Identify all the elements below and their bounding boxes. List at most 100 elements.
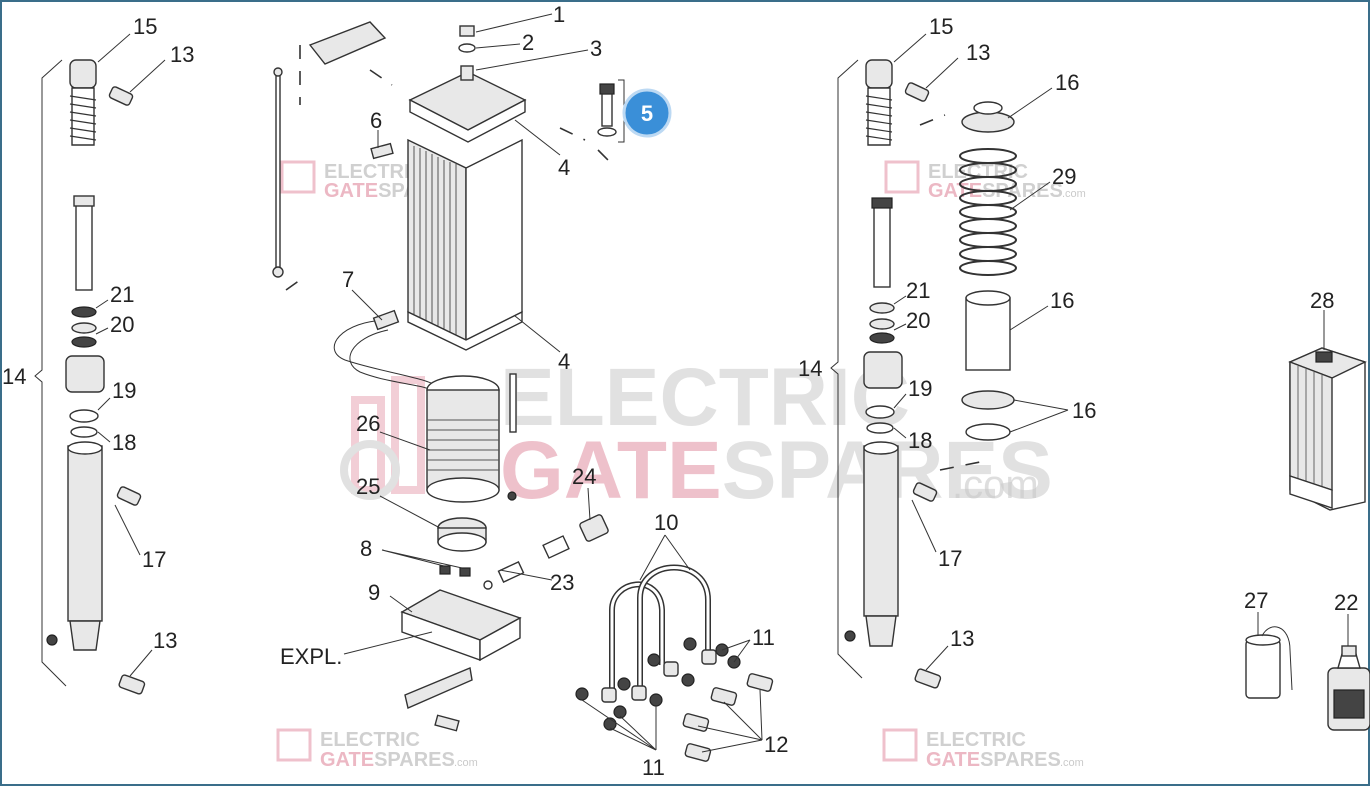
left-ram-assembly xyxy=(34,59,146,695)
label-11-right: 11 xyxy=(752,625,775,650)
left-bleed-screw-17 xyxy=(116,486,142,506)
label-2: 2 xyxy=(522,30,534,55)
left-spring-coils xyxy=(69,95,97,141)
watermark-small-1-gate: GATE xyxy=(324,180,378,202)
cartridge-23a xyxy=(542,535,570,559)
label-13-right-bottom: 13 xyxy=(950,626,974,651)
left-rod-thread xyxy=(73,195,95,207)
cable-gland xyxy=(372,309,400,331)
left-cylinder-body xyxy=(67,445,103,622)
label-21-right: 21 xyxy=(906,278,930,303)
watermark-small-3-suffix: .com xyxy=(454,757,478,769)
label-13-left-top: 13 xyxy=(170,42,194,67)
watermark-small-2-suffix: .com xyxy=(1062,188,1086,200)
dash-guide-2 xyxy=(285,279,301,291)
label-4-top: 4 xyxy=(558,155,570,180)
label-28: 28 xyxy=(1310,288,1334,313)
right-piston-rod xyxy=(873,204,891,288)
watermark-small-4: ELECTRIC GATESPARES .com xyxy=(882,728,1084,771)
label-4-bottom: 4 xyxy=(558,349,570,374)
label-20-left: 20 xyxy=(110,312,134,337)
right-seal-21 xyxy=(869,302,895,314)
oil-bottle-label xyxy=(1333,689,1365,719)
right-eye-fitting xyxy=(865,59,893,89)
spring-sleeve-16 xyxy=(965,297,1011,371)
right-oring-19 xyxy=(865,405,895,419)
valve-8a xyxy=(439,565,451,575)
cartridge-24 xyxy=(579,514,609,542)
filler-plug-1 xyxy=(459,25,475,37)
watermark-small-2-spares: SPARES xyxy=(982,180,1063,202)
reservoir-right-face xyxy=(465,138,523,342)
right-labels: 15 13 16 29 16 16 21 20 19 18 17 13 14 xyxy=(798,14,1096,671)
label-12: 12 xyxy=(764,732,788,757)
motor-windings xyxy=(427,419,499,471)
right-assembly-bracket xyxy=(830,59,863,679)
watermark-small-3-gate: GATE xyxy=(320,749,374,771)
watermark-small-2-gate: GATE xyxy=(928,180,982,202)
label-3: 3 xyxy=(590,36,602,61)
right-gland-nut xyxy=(863,351,903,389)
label-13-left-bottom: 13 xyxy=(153,628,177,653)
bracket-screw xyxy=(434,714,460,732)
label-24: 24 xyxy=(572,464,596,489)
label-11-bottom: 11 xyxy=(642,755,665,780)
hose-bolts-12 xyxy=(682,673,774,762)
left-labels: 15 13 21 20 19 18 17 13 14 xyxy=(2,14,194,677)
left-bolt-bottom xyxy=(118,674,146,695)
hose-fittings-11 xyxy=(575,637,741,731)
motor-cable-7 xyxy=(333,319,441,389)
left-cylinder-clevis xyxy=(69,620,101,651)
bolt-5-shank xyxy=(601,93,613,127)
left-piston-rod xyxy=(75,201,93,291)
right-nut xyxy=(844,630,856,642)
watermark-small-4-spares: SPARES xyxy=(980,749,1061,771)
label-10: 10 xyxy=(654,510,678,535)
right-ring-18 xyxy=(866,422,894,434)
block-bracket xyxy=(404,667,473,709)
watermark-small-3-line1: ELECTRIC xyxy=(320,729,420,751)
motor-bolt xyxy=(509,373,517,433)
right-rod-thread xyxy=(871,197,893,209)
left-nut xyxy=(46,634,58,646)
label-17-right: 17 xyxy=(938,546,962,571)
right-spring-coils-small xyxy=(865,95,893,141)
left-assembly-bracket xyxy=(34,59,67,687)
left-seal-21 xyxy=(71,306,97,318)
callout-badge-5[interactable] xyxy=(622,88,672,138)
watermark-small-4-line2: GATESPARES xyxy=(926,749,1061,771)
label-16-middle: 16 xyxy=(1050,288,1074,313)
label-1: 1 xyxy=(553,2,565,27)
label-18-left: 18 xyxy=(112,430,136,455)
label-21-left: 21 xyxy=(110,282,134,307)
label-16-top: 16 xyxy=(1055,70,1079,95)
label-13-right-top: 13 xyxy=(966,40,990,65)
label-7: 7 xyxy=(342,267,354,292)
right-bleed-screw-17 xyxy=(912,482,938,502)
left-oring-19 xyxy=(69,409,99,423)
label-9: 9 xyxy=(368,580,380,605)
reservoir-top-plate xyxy=(409,98,526,143)
valve-block-side xyxy=(479,616,521,662)
watermark-small-4-line1: ELECTRIC xyxy=(926,729,1026,751)
watermark-gate: GATE xyxy=(500,425,722,516)
right-cylinder-clevis xyxy=(865,615,897,647)
valve-3 xyxy=(460,65,474,81)
main-spring-29 xyxy=(959,148,1017,276)
central-power-pack: 5 xyxy=(272,21,672,732)
label-18-right: 18 xyxy=(908,428,932,453)
power-pack-28-cap xyxy=(1315,351,1333,363)
valve-8b xyxy=(459,567,471,577)
bolt-5-head xyxy=(599,83,615,95)
label-23: 23 xyxy=(550,570,574,595)
right-bolt-top xyxy=(904,82,930,102)
label-expl: EXPL. xyxy=(280,644,342,669)
watermark-suffix: .com xyxy=(952,463,1039,507)
label-27: 27 xyxy=(1244,588,1268,613)
left-cylinder-top xyxy=(67,441,103,455)
label-20-right: 20 xyxy=(906,308,930,333)
left-seal-20a xyxy=(71,322,97,334)
central-labels: 1 2 3 4 4 6 7 26 25 24 23 8 9 EXPL. xyxy=(280,2,602,669)
